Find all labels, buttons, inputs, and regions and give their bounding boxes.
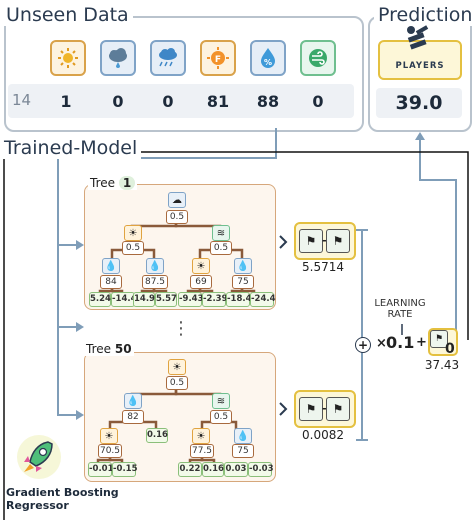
learning-rate-label-line2: RATE bbox=[387, 309, 413, 320]
tree-50-root-sunny-icon: ☀ bbox=[168, 359, 186, 375]
tree-50-wind-icon: ≋ bbox=[212, 393, 230, 409]
tree-1-left-threshold: 0.5 bbox=[122, 241, 144, 255]
cloud-rain-icon bbox=[100, 40, 136, 76]
humidity-icon: % bbox=[250, 40, 286, 76]
tree-1-node-d: 75 bbox=[232, 275, 254, 289]
tree-1-node-b: 87.5 bbox=[142, 275, 168, 289]
tree-50-humidity-icon-b: 💧 bbox=[234, 428, 252, 444]
base-value: 37.43 bbox=[424, 358, 460, 372]
tree-50-number: 50 bbox=[114, 342, 132, 356]
svg-text:F: F bbox=[215, 55, 221, 65]
tree-50-temperature-icon-b: ☀ bbox=[192, 428, 210, 444]
learning-rate-label-line1: LEARNING bbox=[374, 298, 426, 309]
tree-1-root-threshold: 0.5 bbox=[166, 210, 188, 224]
tree-50-label: Tree 50 bbox=[84, 342, 134, 356]
tree-50-leaf-3: 0.22 bbox=[178, 462, 202, 477]
tree-1-wind-icon: ≋ bbox=[212, 225, 230, 241]
tree-1-leaf-6: -2.39 bbox=[202, 292, 228, 307]
tree-1-output-value: 5.5714 bbox=[302, 260, 344, 274]
tree-50-leaf-2: -0.15 bbox=[112, 462, 138, 477]
tree-50-node-d: 75 bbox=[232, 444, 254, 458]
svg-text:%: % bbox=[264, 58, 272, 67]
tree-50-leaf-5: 0.03 bbox=[224, 462, 248, 477]
players-badge bbox=[378, 40, 462, 80]
tree-1-leaf-1: 5.24 bbox=[89, 292, 111, 307]
wind-rain-icon bbox=[150, 40, 186, 76]
tree-1-node-c: 69 bbox=[190, 275, 212, 289]
tree-50-output-players-icon-2: ⚑ bbox=[326, 397, 350, 421]
feature-value-wind: 0 bbox=[312, 92, 324, 111]
feature-value-sunny: 1 bbox=[60, 92, 72, 111]
trees-ellipsis: ⋮ bbox=[172, 318, 190, 339]
feature-value-rainy: 0 bbox=[162, 92, 174, 111]
prediction-title: Prediction bbox=[374, 4, 474, 26]
tree-50-node-a: 70.5 bbox=[98, 444, 122, 458]
plus-base-symbol: + bbox=[416, 335, 427, 350]
regressor-label-line1: Gradient Boosting bbox=[6, 486, 119, 499]
tree-50-right-threshold: 0.5 bbox=[210, 410, 232, 424]
tree-1-leaf-8: -24.4 bbox=[250, 292, 276, 307]
tree-50-output-value: 0.0082 bbox=[302, 428, 344, 442]
feature-value-humidity: 88 bbox=[256, 92, 280, 111]
tree-1-humidity-icon-a: 💧 bbox=[102, 258, 120, 274]
tree-1-leaf-7: -18.4 bbox=[226, 292, 252, 307]
tree-1-leaf-5: -9.43 bbox=[178, 292, 204, 307]
tree-1-number: 1 bbox=[118, 176, 136, 190]
sum-plus-icon: + bbox=[355, 337, 371, 353]
tree-1-output-minus: - bbox=[322, 234, 327, 247]
sun-icon bbox=[50, 40, 86, 76]
tree-1-humidity-icon-c: 💧 bbox=[234, 258, 252, 274]
tree-1-leaf-4: 5.57 bbox=[155, 292, 177, 307]
tree-50-leaf-mid: 0.16 bbox=[146, 428, 168, 443]
tree-1-leaf-2: -14.4 bbox=[111, 292, 137, 307]
tree-1-temperature-icon: ☀ bbox=[192, 258, 210, 274]
tree-50-root-threshold: 0.5 bbox=[166, 376, 188, 390]
tree-50-left-threshold: 82 bbox=[122, 410, 144, 424]
tree-50-leaf-6: -0.03 bbox=[248, 462, 274, 477]
learning-rate-label: LEARNING RATE bbox=[368, 298, 432, 320]
tree-1-right-threshold: 0.5 bbox=[210, 241, 232, 255]
players-icon bbox=[404, 24, 430, 56]
wind-icon bbox=[300, 40, 336, 76]
regressor-label: Gradient Boosting Regressor bbox=[6, 486, 119, 512]
tree-50-temperature-icon-a: ☀ bbox=[100, 428, 118, 444]
tree-1-humidity-icon-b: 💧 bbox=[146, 258, 164, 274]
tree-1-leaf-3: 14.9 bbox=[133, 292, 155, 307]
row-index: 14 bbox=[12, 91, 32, 109]
feature-value-overcast: 0 bbox=[112, 92, 124, 111]
tree-1-root-rainy-icon: ☁ bbox=[168, 192, 186, 208]
prediction-value: 39.0 bbox=[395, 92, 443, 114]
tree-50-output-players-icon: ⚑ bbox=[299, 397, 323, 421]
tree-50-leaf-4: 0.16 bbox=[202, 462, 224, 477]
tree-1-output-players-icon-2: ⚑ bbox=[326, 229, 350, 253]
tree-50-node-c: 77.5 bbox=[190, 444, 214, 458]
learning-rate-value: 0.1 bbox=[386, 333, 415, 352]
tree-1-label: Tree 1 bbox=[88, 176, 138, 190]
regressor-label-line2: Regressor bbox=[6, 499, 69, 512]
tree-1-label-text: Tree bbox=[90, 176, 116, 190]
tree-50-label-text: Tree bbox=[86, 342, 112, 356]
temperature-icon: F bbox=[200, 40, 236, 76]
tree-1-sunny-icon: ☀ bbox=[124, 225, 142, 241]
players-label: PLAYERS bbox=[395, 61, 445, 71]
tree-50-leaf-1: -0.01 bbox=[88, 462, 114, 477]
tree-1-node-a: 84 bbox=[100, 275, 122, 289]
trained-model-title: Trained-Model bbox=[0, 137, 142, 159]
base-players-icon: ⚑ bbox=[430, 330, 448, 348]
unseen-data-title: Unseen Data bbox=[2, 4, 133, 26]
base-zero: 0 bbox=[445, 341, 455, 357]
tree-50-output-minus: - bbox=[322, 402, 327, 415]
tree-50-humidity-icon: 💧 bbox=[124, 393, 142, 409]
times-symbol: × bbox=[376, 336, 387, 351]
tree-1-output-players-icon: ⚑ bbox=[299, 229, 323, 253]
feature-value-temperature: 81 bbox=[206, 92, 230, 111]
rocket-icon bbox=[14, 432, 64, 486]
prediction-value-box bbox=[376, 88, 462, 118]
values-row bbox=[8, 84, 354, 118]
